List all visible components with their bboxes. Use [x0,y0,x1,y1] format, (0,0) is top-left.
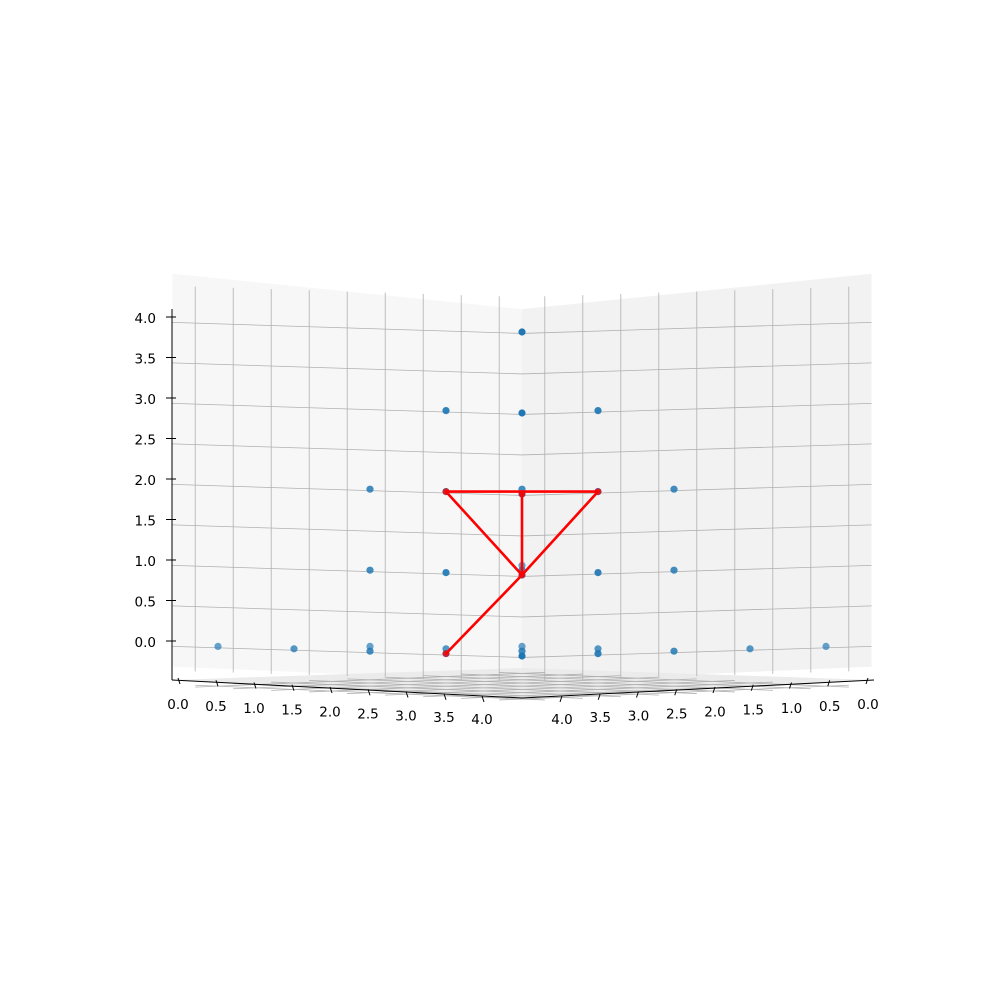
x-tick [443,693,447,700]
series-lines [442,488,602,657]
series-line-vertex [518,490,526,498]
series-line-segment [520,490,600,577]
x-tick-label: 3.5 [433,710,454,726]
data-point [822,642,830,651]
y-tick [827,680,831,687]
data-point [290,645,298,653]
data-point [442,407,450,415]
x-tick-label: 1.5 [281,703,302,719]
gridlines [172,286,872,701]
z-tick-label: 1.0 [135,554,156,570]
gridline-z-left [521,443,872,456]
y-tick [636,691,639,698]
z-tick-label: 2.5 [135,433,156,449]
data-point [670,647,678,655]
x-tick-label: 0.0 [167,697,188,713]
x-tick [405,691,409,698]
y-tick-label: 4.0 [551,712,572,728]
z-tick-label: 0.5 [135,595,156,611]
y-tick [674,689,678,696]
tick-marks [166,316,869,703]
data-point [366,647,374,655]
z-tick-label: 0.0 [135,635,156,651]
data-point [214,642,222,651]
y-tick-label: 1.5 [743,703,764,719]
gridline-z-left [521,322,872,334]
data-point [746,645,754,653]
x-tick [481,695,485,703]
gridline-z-right [172,403,523,415]
data-point [594,650,602,658]
gridline-floor-y [499,684,849,701]
x-tick-label: 4.0 [471,712,492,728]
data-point [366,566,374,574]
data-point [594,569,602,577]
y-tick-label: 0.5 [819,699,840,715]
x-tick [291,684,295,691]
y-tick-label: 0.0 [857,697,878,713]
gridline-z-right [172,322,523,334]
series-line-vertex [518,571,526,579]
series-line-segment [444,490,524,577]
data-point [670,485,678,493]
x-tick [177,677,181,685]
gridline-z-left [521,362,872,375]
y-tick [597,693,601,700]
series-line-vertex [594,488,602,495]
data-point [366,485,374,493]
data-point [670,566,678,574]
x-tick-label: 2.0 [319,705,340,721]
series-line-segment [444,573,524,655]
data-point [518,328,526,336]
x-tick-label: 0.5 [205,699,226,715]
z-tick-label: 4.0 [135,311,156,327]
y-tick [789,682,792,689]
y-tick [865,677,869,685]
x-tick [253,682,257,689]
x-axis-spine [171,679,523,699]
y-tick [750,684,754,691]
data-point [594,407,602,415]
series-line-vertex [442,650,450,657]
tick-labels: 0.0 0.5 1.0 1.5 2.0 2.5 3.0 3.5 4.0 0.0 0.5 1.0 1.5 2… [135,311,879,728]
y-tick-label: 1.0 [781,701,802,717]
z-tick-label: 3.5 [135,352,156,368]
y-tick-label: 3.5 [590,710,611,726]
data-point [518,409,526,417]
series-line-vertex [442,488,450,495]
x-tick-label: 1.0 [243,701,264,717]
x-tick-label: 3.0 [395,708,416,724]
gridline-z-right [172,362,523,375]
y-tick [559,695,563,703]
y-tick [712,686,716,694]
x-tick-label: 2.5 [357,706,378,722]
gridline-z-left [521,403,872,415]
y-tick-label: 2.5 [666,706,687,722]
y-tick-label: 2.0 [704,705,725,721]
data-point [442,569,450,577]
data-points [214,328,830,660]
y-axis-spine [521,679,875,699]
x-tick [367,689,371,696]
z-tick-label: 2.0 [135,473,156,489]
gridline-floor-x [195,684,545,701]
gridline-z-right [172,443,523,456]
x-tick [329,686,333,694]
x-tick [215,680,219,687]
y-tick-label: 3.0 [628,708,649,724]
axis-spines [171,309,875,699]
data-point [518,652,526,660]
z-tick-label: 1.5 [135,514,156,530]
z-tick-label: 3.0 [135,392,156,408]
